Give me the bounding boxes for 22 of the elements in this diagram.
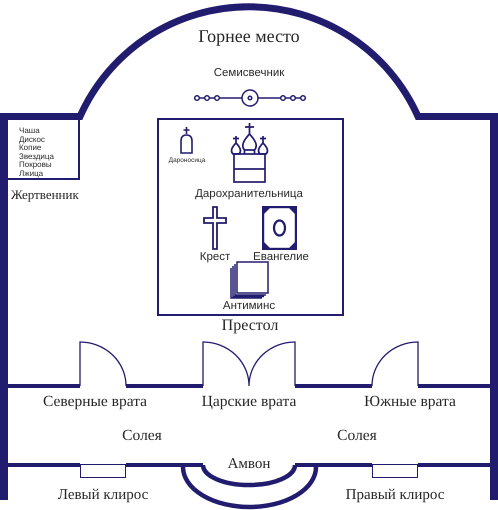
ambo-label: Амвон — [228, 456, 270, 473]
area-label: Солея — [122, 427, 162, 445]
altar-label: Престол — [222, 317, 278, 335]
vessel-name: Звездица — [19, 152, 54, 161]
item-label: Крест — [200, 251, 230, 264]
table-label: Жертвенник — [11, 187, 79, 202]
gate-label: Северные врата — [42, 393, 148, 411]
choir-label: Левый клирос — [58, 487, 148, 504]
item-label: Антиминс — [222, 300, 276, 313]
gate-label: Южные врата — [364, 393, 456, 411]
area-label: Солея — [337, 427, 377, 445]
vessel-name: Копие — [19, 144, 42, 153]
vessel-name: Чаша — [19, 127, 40, 136]
vessel-name: Лжица — [19, 170, 44, 179]
gate-label: Царские врата — [202, 393, 296, 411]
vessel-name: Дискос — [19, 136, 45, 144]
choir-label: Правый клирос — [346, 487, 444, 504]
area-label: Горнее место — [198, 26, 300, 47]
item-label: Евангелие — [253, 251, 309, 264]
vessel-name: Покровы — [19, 161, 52, 170]
item-label: Дарохранительница — [195, 188, 303, 201]
item-label: Семисвечник — [214, 67, 284, 80]
